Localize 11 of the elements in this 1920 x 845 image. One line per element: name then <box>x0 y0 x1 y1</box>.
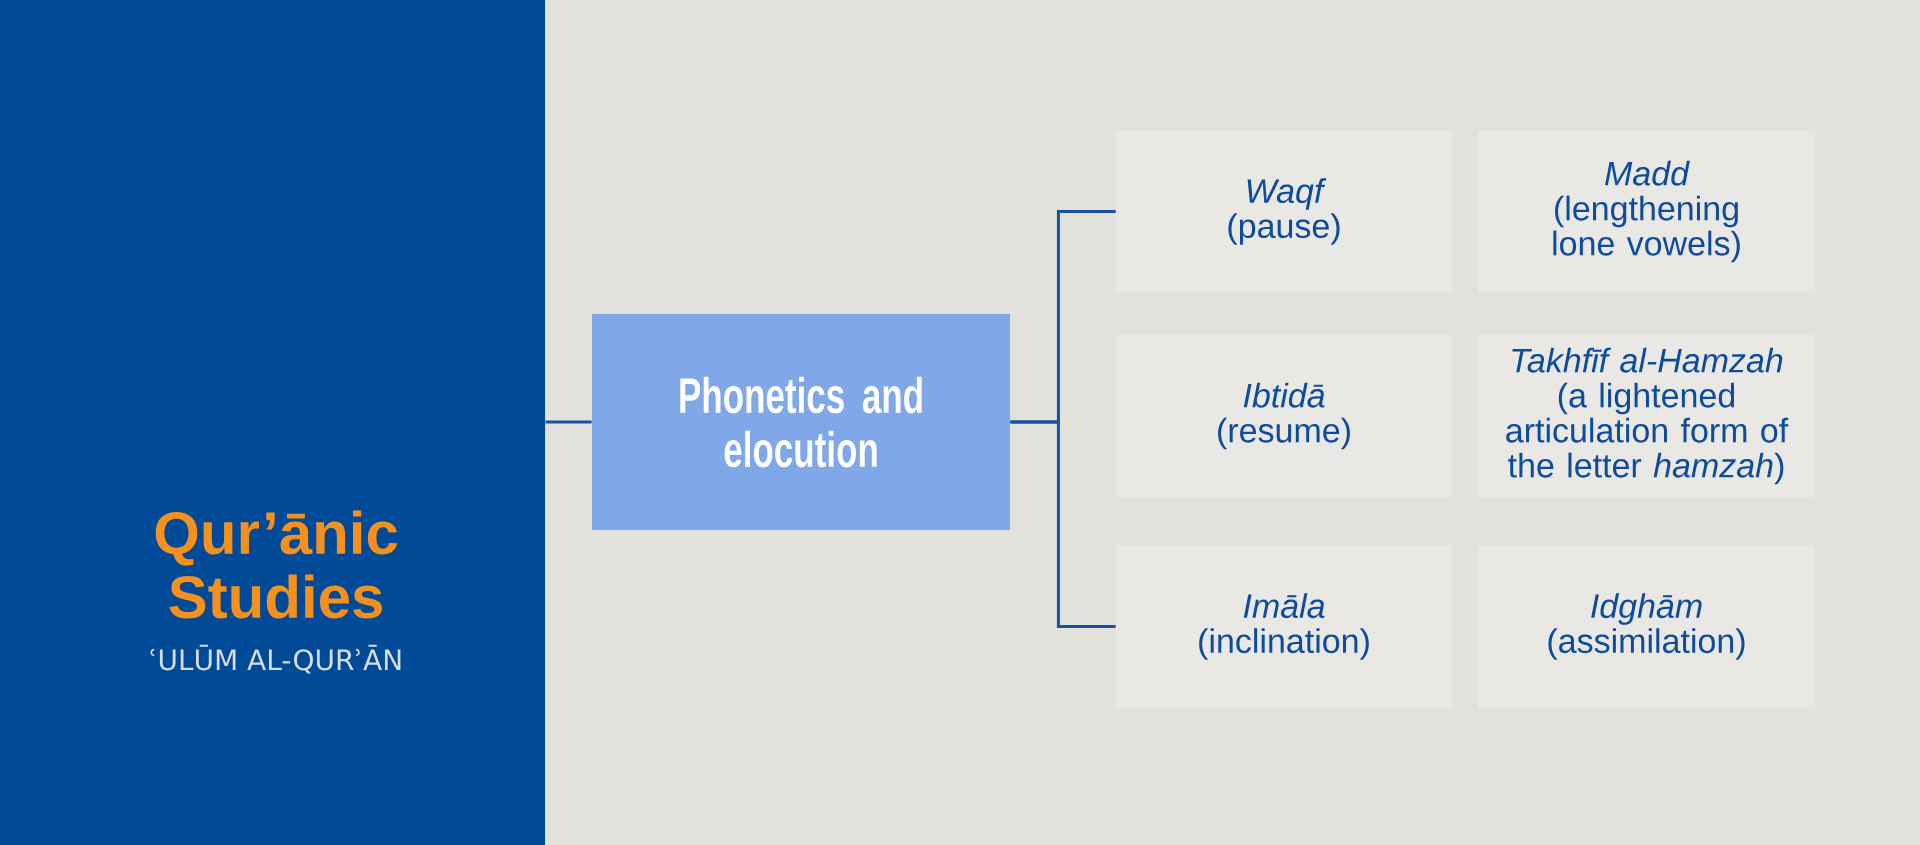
term-box: Idghām (assimilation) <box>1478 545 1815 708</box>
term-box: Takhfīf al-Hamzah (a lightened articulation form of the letter hamzah) <box>1478 335 1815 497</box>
subtitle: ʿULŪM AL-QURʾĀN <box>150 644 401 674</box>
connector-line <box>1010 420 1116 628</box>
title: Qur’ānic Studies <box>155 510 398 619</box>
term-box: Ibtidā (resume) <box>1116 335 1452 497</box>
term-box: Imāla (inclination) <box>1116 545 1452 708</box>
connector-line <box>545 420 592 424</box>
term-box: Waqf (pause) <box>1116 131 1452 292</box>
term-box: Madd (lengthening lone vowels) <box>1478 131 1815 292</box>
topic-box: Phonetics and elocution <box>592 314 1010 530</box>
